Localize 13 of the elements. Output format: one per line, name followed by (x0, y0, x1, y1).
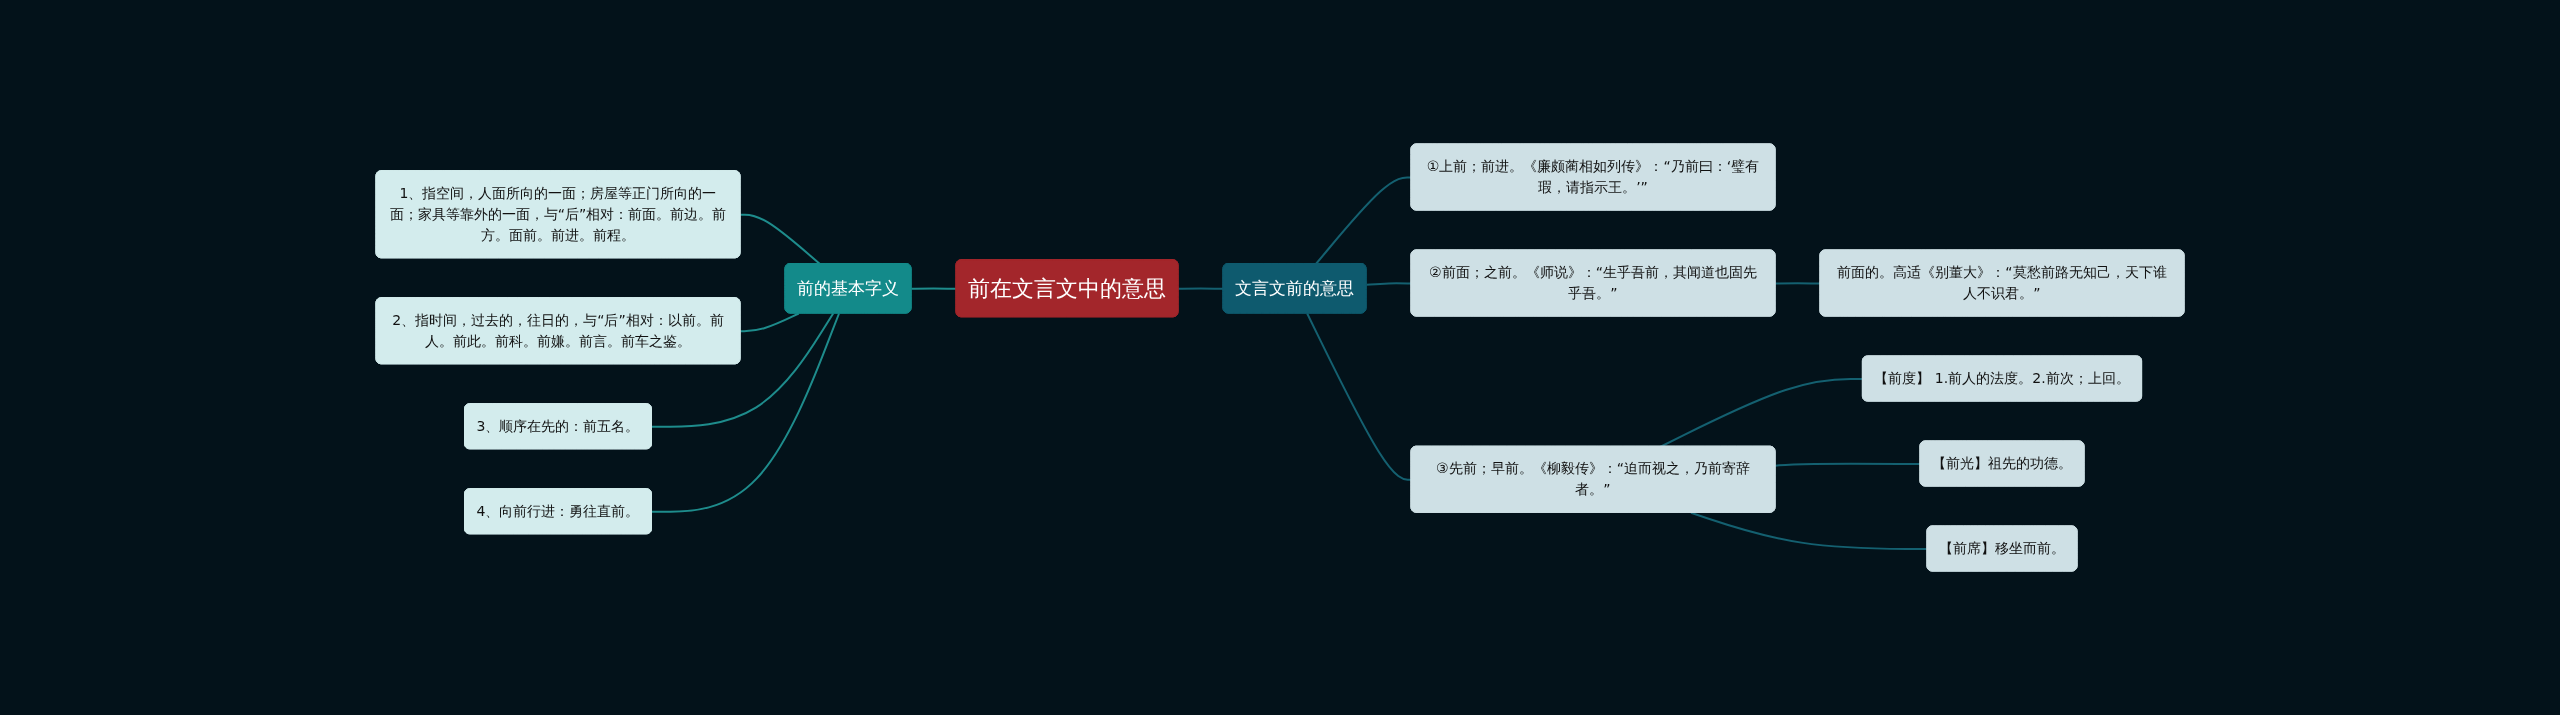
connector (1306, 312, 1413, 481)
connector (1365, 282, 1413, 286)
connector (1314, 176, 1413, 265)
connector (739, 312, 800, 333)
connector (650, 312, 835, 428)
connector (650, 312, 840, 513)
connector (1774, 462, 1922, 467)
connector (1774, 282, 1822, 285)
connector (1177, 287, 1225, 290)
connector (910, 287, 958, 290)
connector (1689, 511, 1929, 550)
connector (1659, 377, 1864, 448)
connector (739, 213, 821, 265)
